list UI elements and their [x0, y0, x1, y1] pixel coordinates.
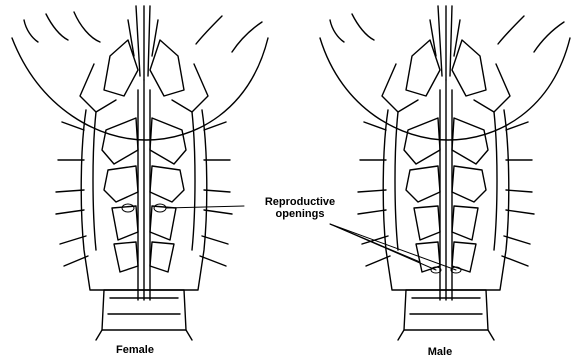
leader-line-female — [166, 206, 244, 208]
male-label: Male — [410, 346, 470, 358]
reproductive-openings-label-line2: openings — [246, 208, 354, 220]
female-crayfish-underside — [12, 6, 268, 340]
female-label: Female — [100, 344, 170, 356]
male-crayfish-underside — [320, 6, 570, 340]
reproductive-openings-label-line1: Reproductive — [246, 196, 354, 208]
leader-line-male-2 — [330, 224, 456, 270]
reproductive-openings-label: Reproductive openings — [246, 196, 354, 220]
